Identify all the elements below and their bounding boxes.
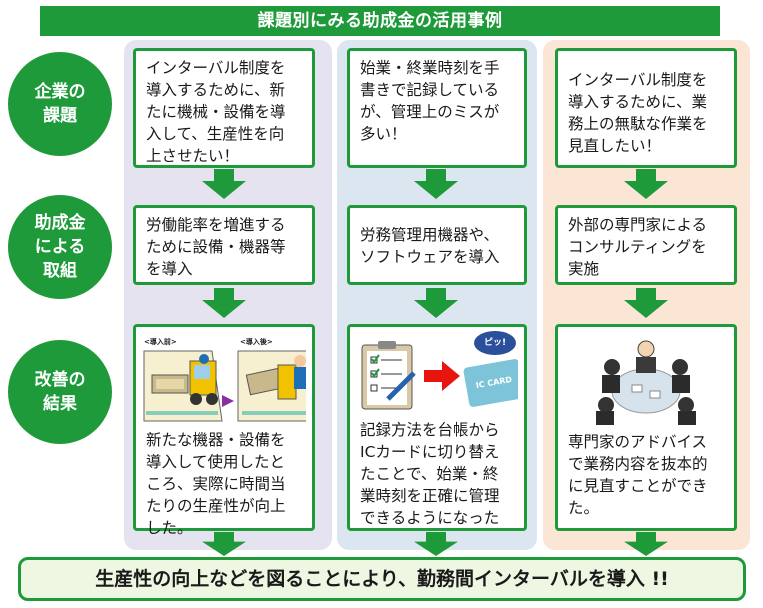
row-label-challenge-text: 企業の 課題 <box>34 82 86 126</box>
challenge-box-1: インターバル制度を 導入するために、新 たに機械・設備を導 入して、生産性を向 … <box>133 48 315 168</box>
challenge-box-3: インターバル制度を 導入するために、業 務上の無駄な作業を 見直したい！ <box>555 48 737 168</box>
row-label-result-text: 改善の 結果 <box>34 370 86 414</box>
meeting-illustration <box>564 331 728 429</box>
result-text-2: 記録方法を台帳から ICカードに切り替え たことで、始業・終 業時刻を正確に管理… <box>360 421 500 527</box>
forklift-illustration-icon <box>143 350 306 422</box>
action-box-2: 労務管理用機器や、 ソフトウェアを導入 <box>347 205 527 285</box>
after-label: <導入後> <box>240 338 273 346</box>
down-arrow-icon <box>202 169 246 199</box>
row-label-challenge: 企業の 課題 <box>8 52 112 156</box>
factory-illustration: <導入前> <導入後> <box>142 331 306 427</box>
down-arrow-icon <box>414 169 458 199</box>
result-box-1: <導入前> <導入後> 新たな機器・設備を 導入して使用したと ころ、実際に時間… <box>133 324 315 537</box>
result-text-1: 新たな機器・設備を 導入して使用したと ころ、実際に時間当 たりの生産性が向上 … <box>146 431 286 537</box>
down-arrow-icon <box>624 532 668 556</box>
row-label-action: 助成金 による 取組 <box>8 195 112 299</box>
beep-bubble: ピッ! <box>474 331 516 355</box>
result-box-3: 専門家のアドバイス で業務内容を抜本的 に見直すことができ た。 <box>555 324 737 531</box>
result-box-2: ピッ! IC CARD 記録方法を台帳から ICカードに切り替え たことで、始業… <box>347 324 527 531</box>
row-label-action-text: 助成金 による 取組 <box>34 213 86 281</box>
action-box-3: 外部の専門家による コンサルティングを 実施 <box>555 205 737 285</box>
down-arrow-icon <box>414 288 458 318</box>
down-arrow-icon <box>202 532 246 556</box>
action-box-1: 労働能率を増進する ために設備・機器等 を導入 <box>133 205 315 285</box>
conclusion-banner: 生産性の向上などを図ることにより、勤務間インターバルを導入 !! <box>18 557 746 601</box>
right-arrow-icon <box>424 361 460 391</box>
challenge-box-2: 始業・終業時刻を手 書きで記録している が、管理上のミスが 多い！ <box>347 48 527 168</box>
down-arrow-icon <box>624 169 668 199</box>
down-arrow-icon <box>414 532 458 556</box>
down-arrow-icon <box>624 288 668 318</box>
ic-card: IC CARD <box>462 358 518 408</box>
clipboard-icon <box>361 341 416 410</box>
meeting-table-icon <box>596 340 696 425</box>
result-text-3: 専門家のアドバイス で業務内容を抜本的 に見直すことができ た。 <box>568 433 708 517</box>
page-title: 課題別にみる助成金の活用事例 <box>40 6 720 36</box>
row-label-result: 改善の 結果 <box>8 340 112 444</box>
ic-card-illustration: ピッ! IC CARD <box>356 331 518 417</box>
down-arrow-icon <box>202 288 246 318</box>
before-label: <導入前> <box>144 338 177 346</box>
